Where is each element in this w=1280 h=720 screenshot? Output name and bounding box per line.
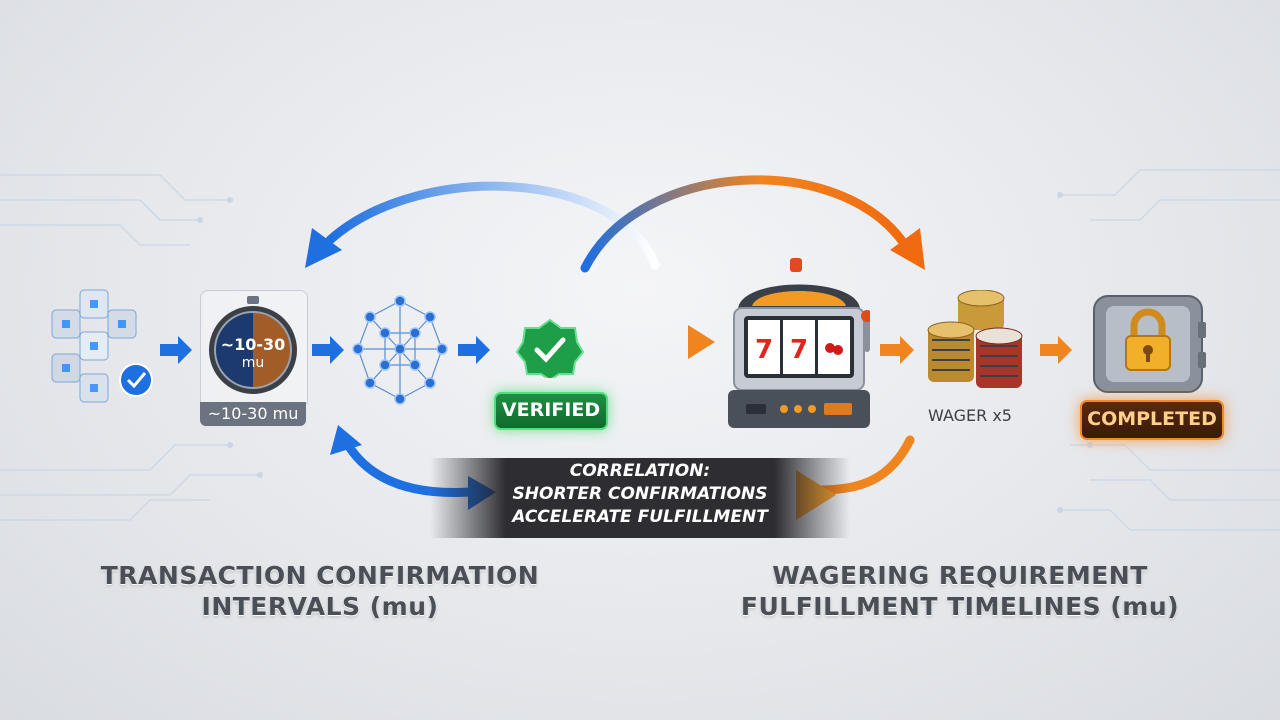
step-arrow-1 (160, 336, 192, 364)
left-heading-line-2: INTERVALS (mu) (201, 592, 439, 621)
correlation-text: CORRELATION: SHORTER CONFIRMATIONS ACCEL… (470, 460, 810, 529)
right-heading-line-1: WAGERING REQUIREMENT (772, 561, 1148, 590)
top-left-arc-arrow (325, 181, 660, 270)
correlation-line-2: SHORTER CONFIRMATIONS (512, 484, 768, 504)
correlation-line-3: ACCELERATE FULFILLMENT (512, 507, 768, 527)
correlation-line-1: CORRELATION: (569, 461, 711, 481)
verified-badge: VERIFIED (494, 392, 608, 430)
correlation-banner (430, 458, 850, 538)
step-arrow-2 (312, 336, 344, 364)
completed-badge: COMPLETED (1080, 400, 1224, 440)
left-heading-line-1: TRANSACTION CONFIRMATION (100, 561, 540, 590)
vault-padlock-icon (1093, 295, 1206, 393)
top-right-arc-arrow (580, 175, 910, 273)
right-heading-line-2: FULFILLMENT TIMELINES (mu) (740, 592, 1180, 621)
svg-text:7: 7 (755, 335, 773, 365)
slot-machine-icon: 7 7 (728, 258, 870, 428)
timer-face-text: ~10-30 mu (205, 336, 301, 372)
timer-label: ~10-30 mu (200, 402, 306, 426)
left-heading: TRANSACTION CONFIRMATION INTERVALS (mu) (80, 560, 560, 622)
verified-check-icon (515, 318, 585, 378)
stopwatch-icon (209, 296, 297, 394)
blockchain-cubes-icon (51, 289, 153, 403)
step-arrow-3 (458, 336, 490, 364)
timer-face-value: ~10-30 (220, 335, 286, 354)
svg-text:7: 7 (790, 335, 808, 365)
right-heading: WAGERING REQUIREMENT FULFILLMENT TIMELIN… (720, 560, 1200, 622)
network-nodes-icon (352, 295, 448, 405)
step-arrow-4 (880, 336, 914, 364)
timer-face-unit: mu (241, 355, 265, 371)
step-arrow-5 (1040, 336, 1072, 364)
casino-chips-icon (927, 290, 1023, 388)
wager-label: WAGER x5 (928, 406, 1012, 425)
